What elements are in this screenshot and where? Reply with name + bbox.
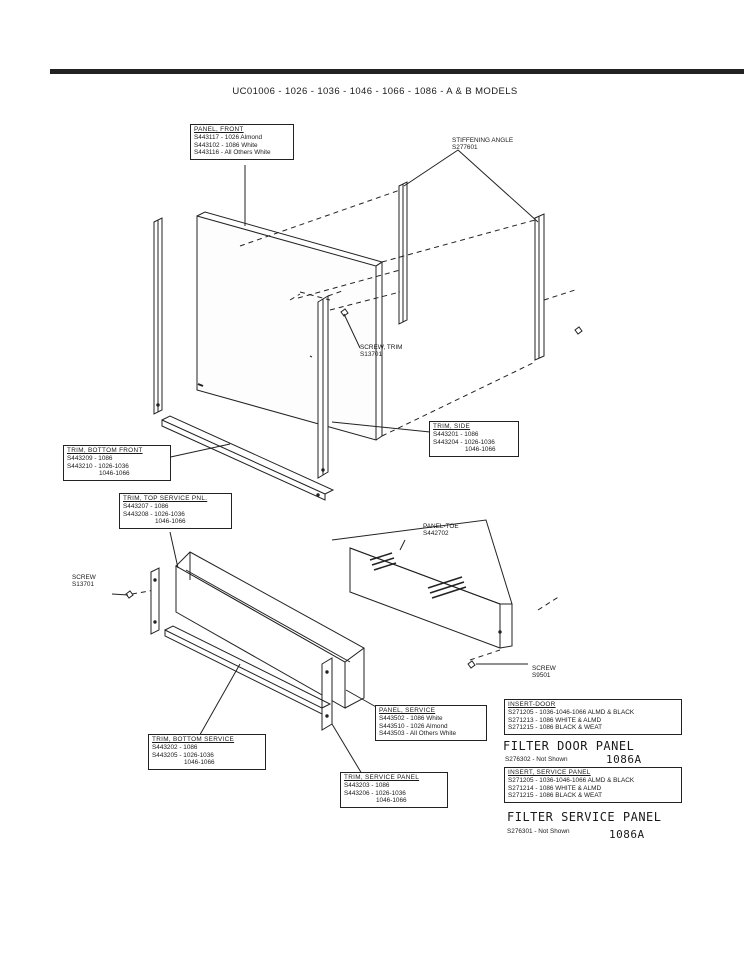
filter-door-panel-handwritten: FILTER DOOR PANEL (503, 739, 635, 753)
side-trim-right-part (317, 295, 329, 479)
part-line: 1046-1066 (99, 470, 130, 478)
callout-heading: TRIM, BOTTOM SERVICE (152, 736, 235, 743)
callout-heading: INSERT, SERVICE PANEL (508, 769, 591, 776)
side-trim-left-part (153, 217, 163, 415)
label-stiffening-angle: STIFFENING ANGLE S277601 (452, 137, 513, 152)
callout-panel-service: PANEL, SERVICE S443502 - 1086 White S443… (375, 705, 487, 741)
label-screw-trim: SCREW, TRIM S13701 (360, 344, 403, 359)
part-number: S9501 (532, 672, 551, 680)
part-line: S443210 - 1026-1036 (67, 462, 129, 470)
callout-trim-bottom-service: TRIM, BOTTOM SERVICE S443202 - 1086 S443… (148, 734, 266, 770)
part-line: S271205 - 1036-1046-1066 ALMD & BLACK (508, 777, 635, 785)
callout-heading: TRIM, BOTTOM FRONT (67, 447, 143, 454)
callout-heading: TRIM, SERVICE PANEL (344, 774, 420, 781)
part-line: S443502 - 1086 White (379, 715, 443, 723)
part-line: S271215 - 1086 BLACK & WEAT (508, 724, 603, 732)
part-name: PANEL-TOE (423, 523, 459, 530)
callout-trim-top-service: TRIM, TOP SERVICE PNL. S443207 - 1086 S4… (119, 493, 232, 529)
part-name: SCREW (532, 665, 556, 672)
part-line: S443206 - 1026-1036 (344, 789, 406, 797)
callout-trim-bottom-front: TRIM, BOTTOM FRONT S443209 - 1086 S44321… (63, 445, 171, 481)
part-number: S277601 (452, 144, 478, 152)
filter-service-panel-model: 1086A (609, 828, 645, 841)
part-name: SCREW (72, 574, 96, 581)
part-number: S13701 (360, 351, 383, 359)
part-line: S443208 - 1026-1036 (123, 510, 185, 518)
part-line: S271213 - 1086 WHITE & ALMD (508, 716, 602, 724)
part-name: SCREW, TRIM (360, 344, 403, 351)
trim-bottom-front-part (161, 415, 335, 501)
part-line: S271205 - 1036-1046-1066 ALMD & BLACK (508, 709, 635, 717)
part-line: 1046-1066 (465, 446, 496, 454)
callout-heading: INSERT-DOOR (508, 701, 556, 708)
part-line: S271215 - 1086 BLACK & WEAT (508, 792, 603, 800)
part-line: S443510 - 1026 Almond (379, 722, 448, 730)
stiffening-angle-part (398, 149, 545, 361)
filter-door-panel-note: S276302 - Not Shown (505, 756, 568, 763)
part-line: S443207 - 1086 (123, 503, 169, 511)
label-panel-toe: PANEL-TOE S442702 (423, 523, 459, 538)
part-line: 1046-1066 (184, 759, 215, 767)
trim-bottom-service-part (164, 625, 332, 715)
part-line: S443102 - 1086 White (194, 141, 258, 149)
callout-insert-service-panel: INSERT, SERVICE PANEL S271205 - 1036-104… (504, 767, 682, 803)
part-line: S443205 - 1026-1036 (152, 751, 214, 759)
filter-door-panel-model: 1086A (606, 753, 642, 766)
assembly-guide-lines (131, 189, 576, 661)
service-panel-part (175, 551, 365, 709)
filter-service-panel-note: S276301 - Not Shown (507, 828, 570, 835)
filter-service-panel-handwritten: FILTER SERVICE PANEL (507, 810, 662, 824)
header-rule (50, 69, 744, 74)
diagram-title: UC01006 - 1026 - 1036 - 1046 - 1066 - 10… (232, 86, 518, 97)
leader-lines (111, 165, 528, 775)
part-line: S271214 - 1086 WHITE & ALMD (508, 784, 602, 792)
part-line: S443201 - 1086 (433, 431, 479, 439)
part-number: S13701 (72, 581, 95, 589)
callout-trim-service-panel: TRIM, SERVICE PANEL S443203 - 1086 S4432… (340, 772, 448, 808)
part-name: STIFFENING ANGLE (452, 137, 514, 144)
part-line: S443209 - 1086 (67, 455, 113, 463)
panel-toe-part (331, 519, 513, 649)
label-screw-right: SCREW S9501 (532, 665, 556, 680)
part-line: S443503 - All Others White (379, 730, 457, 738)
part-line: S443117 - 1026 Almond (194, 134, 263, 142)
part-line: S443204 - 1026-1036 (433, 438, 495, 446)
part-line: S443116 - All Others White (194, 149, 271, 157)
callout-heading: TRIM, SIDE (433, 423, 471, 430)
part-number: S442702 (423, 530, 449, 538)
part-line: 1046-1066 (376, 797, 407, 805)
callout-heading: TRIM, TOP SERVICE PNL. (123, 495, 208, 502)
label-screw-left: SCREW S13701 (72, 574, 96, 589)
part-line: 1046-1066 (155, 518, 186, 526)
part-line: S443202 - 1086 (152, 744, 198, 752)
callout-heading: PANEL, SERVICE (379, 707, 436, 714)
part-line: S443203 - 1086 (344, 782, 390, 790)
callout-trim-side: TRIM, SIDE S443201 - 1086 S443204 - 1026… (429, 421, 519, 457)
callout-panel-front: PANEL, FRONT S443117 - 1026 Almond S4431… (190, 124, 294, 160)
callout-heading: PANEL, FRONT (194, 126, 244, 133)
front-panel-part (196, 211, 384, 441)
screw-trim-part (125, 308, 583, 669)
callout-insert-door: INSERT-DOOR S271205 - 1036-1046-1066 ALM… (504, 699, 682, 735)
